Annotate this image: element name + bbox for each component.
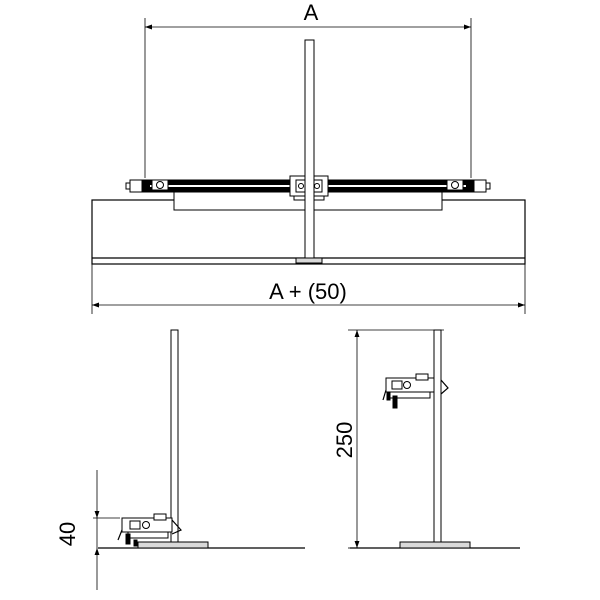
dimension-a-label: A xyxy=(304,0,319,25)
dimension-40: 40 xyxy=(55,470,120,590)
top-view: A xyxy=(91,0,526,314)
left-side-view: 40 xyxy=(55,329,305,590)
dimension-a-plus-50: A + (50) xyxy=(91,264,526,314)
dimension-40-label: 40 xyxy=(55,522,80,546)
dimension-250: 250 xyxy=(332,329,444,549)
dimension-a: A xyxy=(144,0,472,178)
dimension-a-plus-50-label: A + (50) xyxy=(269,279,347,304)
right-side-view: 250 xyxy=(332,329,520,549)
vertical-post xyxy=(295,39,323,264)
dimension-250-label: 250 xyxy=(332,422,357,459)
